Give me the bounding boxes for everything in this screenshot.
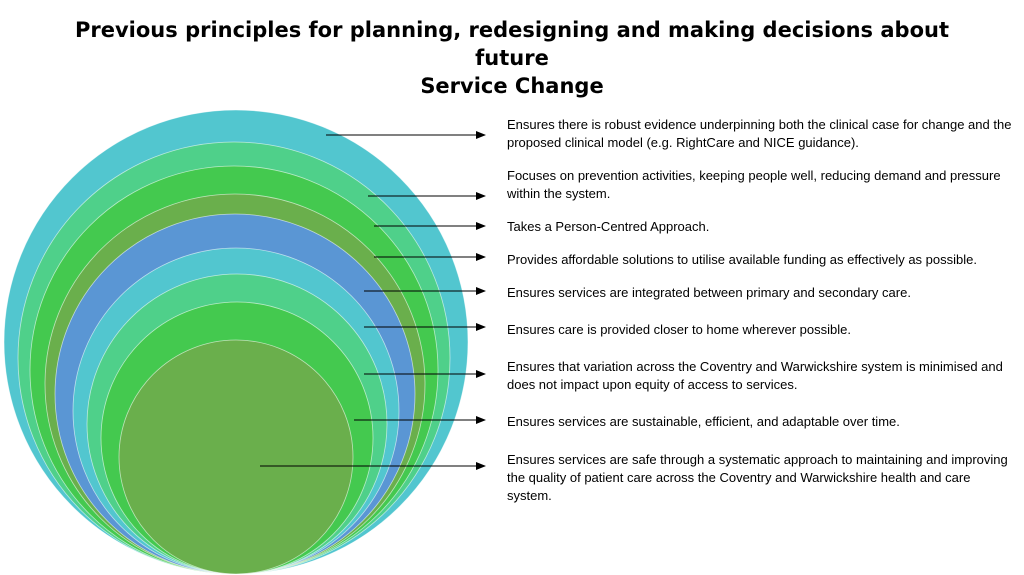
- pointer-arrows: [260, 131, 486, 470]
- circle-rings: [3, 109, 469, 575]
- principle-safe: Ensures services are safe through a syst…: [507, 452, 1008, 503]
- principle-prevention: Focuses on prevention activities, keepin…: [507, 168, 1001, 201]
- title-line-1: Previous principles for planning, redesi…: [75, 18, 949, 70]
- principle-integrated: Ensures services are integrated between …: [507, 285, 911, 300]
- principle-sustainable: Ensures services are sustainable, effici…: [507, 414, 900, 429]
- principle-closer-to-home: Ensures care is provided closer to home …: [507, 322, 851, 337]
- principle-variation: Ensures that variation across the Covent…: [507, 359, 1003, 392]
- principle-affordable: Provides affordable solutions to utilise…: [507, 252, 977, 267]
- page-title: Previous principles for planning, redesi…: [40, 16, 984, 100]
- title-line-2: Service Change: [420, 74, 604, 98]
- principle-evidence: Ensures there is robust evidence underpi…: [507, 117, 1012, 150]
- principle-person-centred: Takes a Person-Centred Approach.: [507, 219, 710, 234]
- ring-safe: [118, 339, 354, 575]
